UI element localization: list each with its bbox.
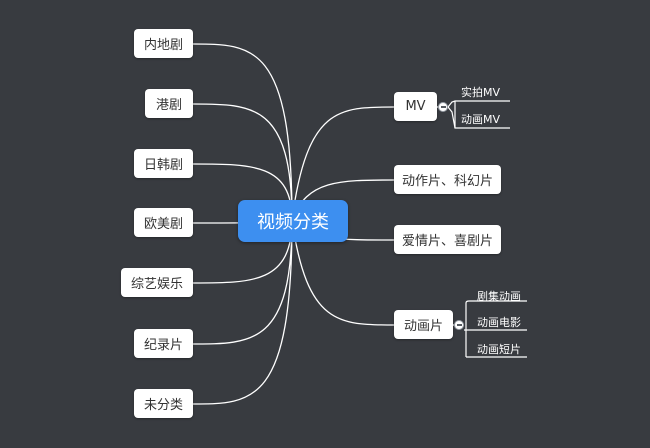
connector-left-0: [192, 43, 293, 221]
branch-node-uncategorized[interactable]: 未分类: [134, 389, 193, 418]
leaf-series-animation[interactable]: 剧集动画: [477, 290, 521, 303]
connector-left-1: [192, 103, 293, 221]
connector-mv-child-0: [447, 100, 510, 108]
leaf-live-action-mv[interactable]: 实拍MV: [461, 86, 501, 99]
branch-node-romance-comedy[interactable]: 爱情片、喜剧片: [394, 225, 501, 254]
connector-left-6: [192, 219, 293, 405]
connector-right-0: [291, 106, 395, 221]
connector-anim-child-0: [465, 300, 527, 304]
branch-node-animation[interactable]: 动画片: [394, 310, 453, 339]
branch-node-hk-drama[interactable]: 港剧: [145, 89, 193, 118]
branch-node-documentary[interactable]: 纪录片: [134, 329, 193, 358]
branch-node-us-eu-drama[interactable]: 欧美剧: [134, 208, 193, 237]
collapse-toggle-animation[interactable]: [454, 320, 464, 330]
leaf-animated-film[interactable]: 动画电影: [477, 316, 521, 329]
branch-node-jp-kr-drama[interactable]: 日韩剧: [134, 149, 193, 178]
connector-mv-child-1: [447, 106, 510, 129]
branch-node-variety[interactable]: 综艺娱乐: [121, 268, 193, 297]
branch-node-mainland-drama[interactable]: 内地剧: [134, 29, 193, 58]
connector-right-3: [291, 219, 395, 326]
connector-left-5: [192, 219, 293, 345]
branch-node-mv[interactable]: MV: [394, 92, 437, 121]
collapse-toggle-mv[interactable]: [438, 102, 448, 112]
leaf-animated-short[interactable]: 动画短片: [477, 343, 521, 356]
leaf-animated-mv[interactable]: 动画MV: [461, 113, 501, 126]
branch-node-action-scifi[interactable]: 动作片、科幻片: [394, 165, 501, 194]
root-node[interactable]: 视频分类: [238, 200, 348, 242]
